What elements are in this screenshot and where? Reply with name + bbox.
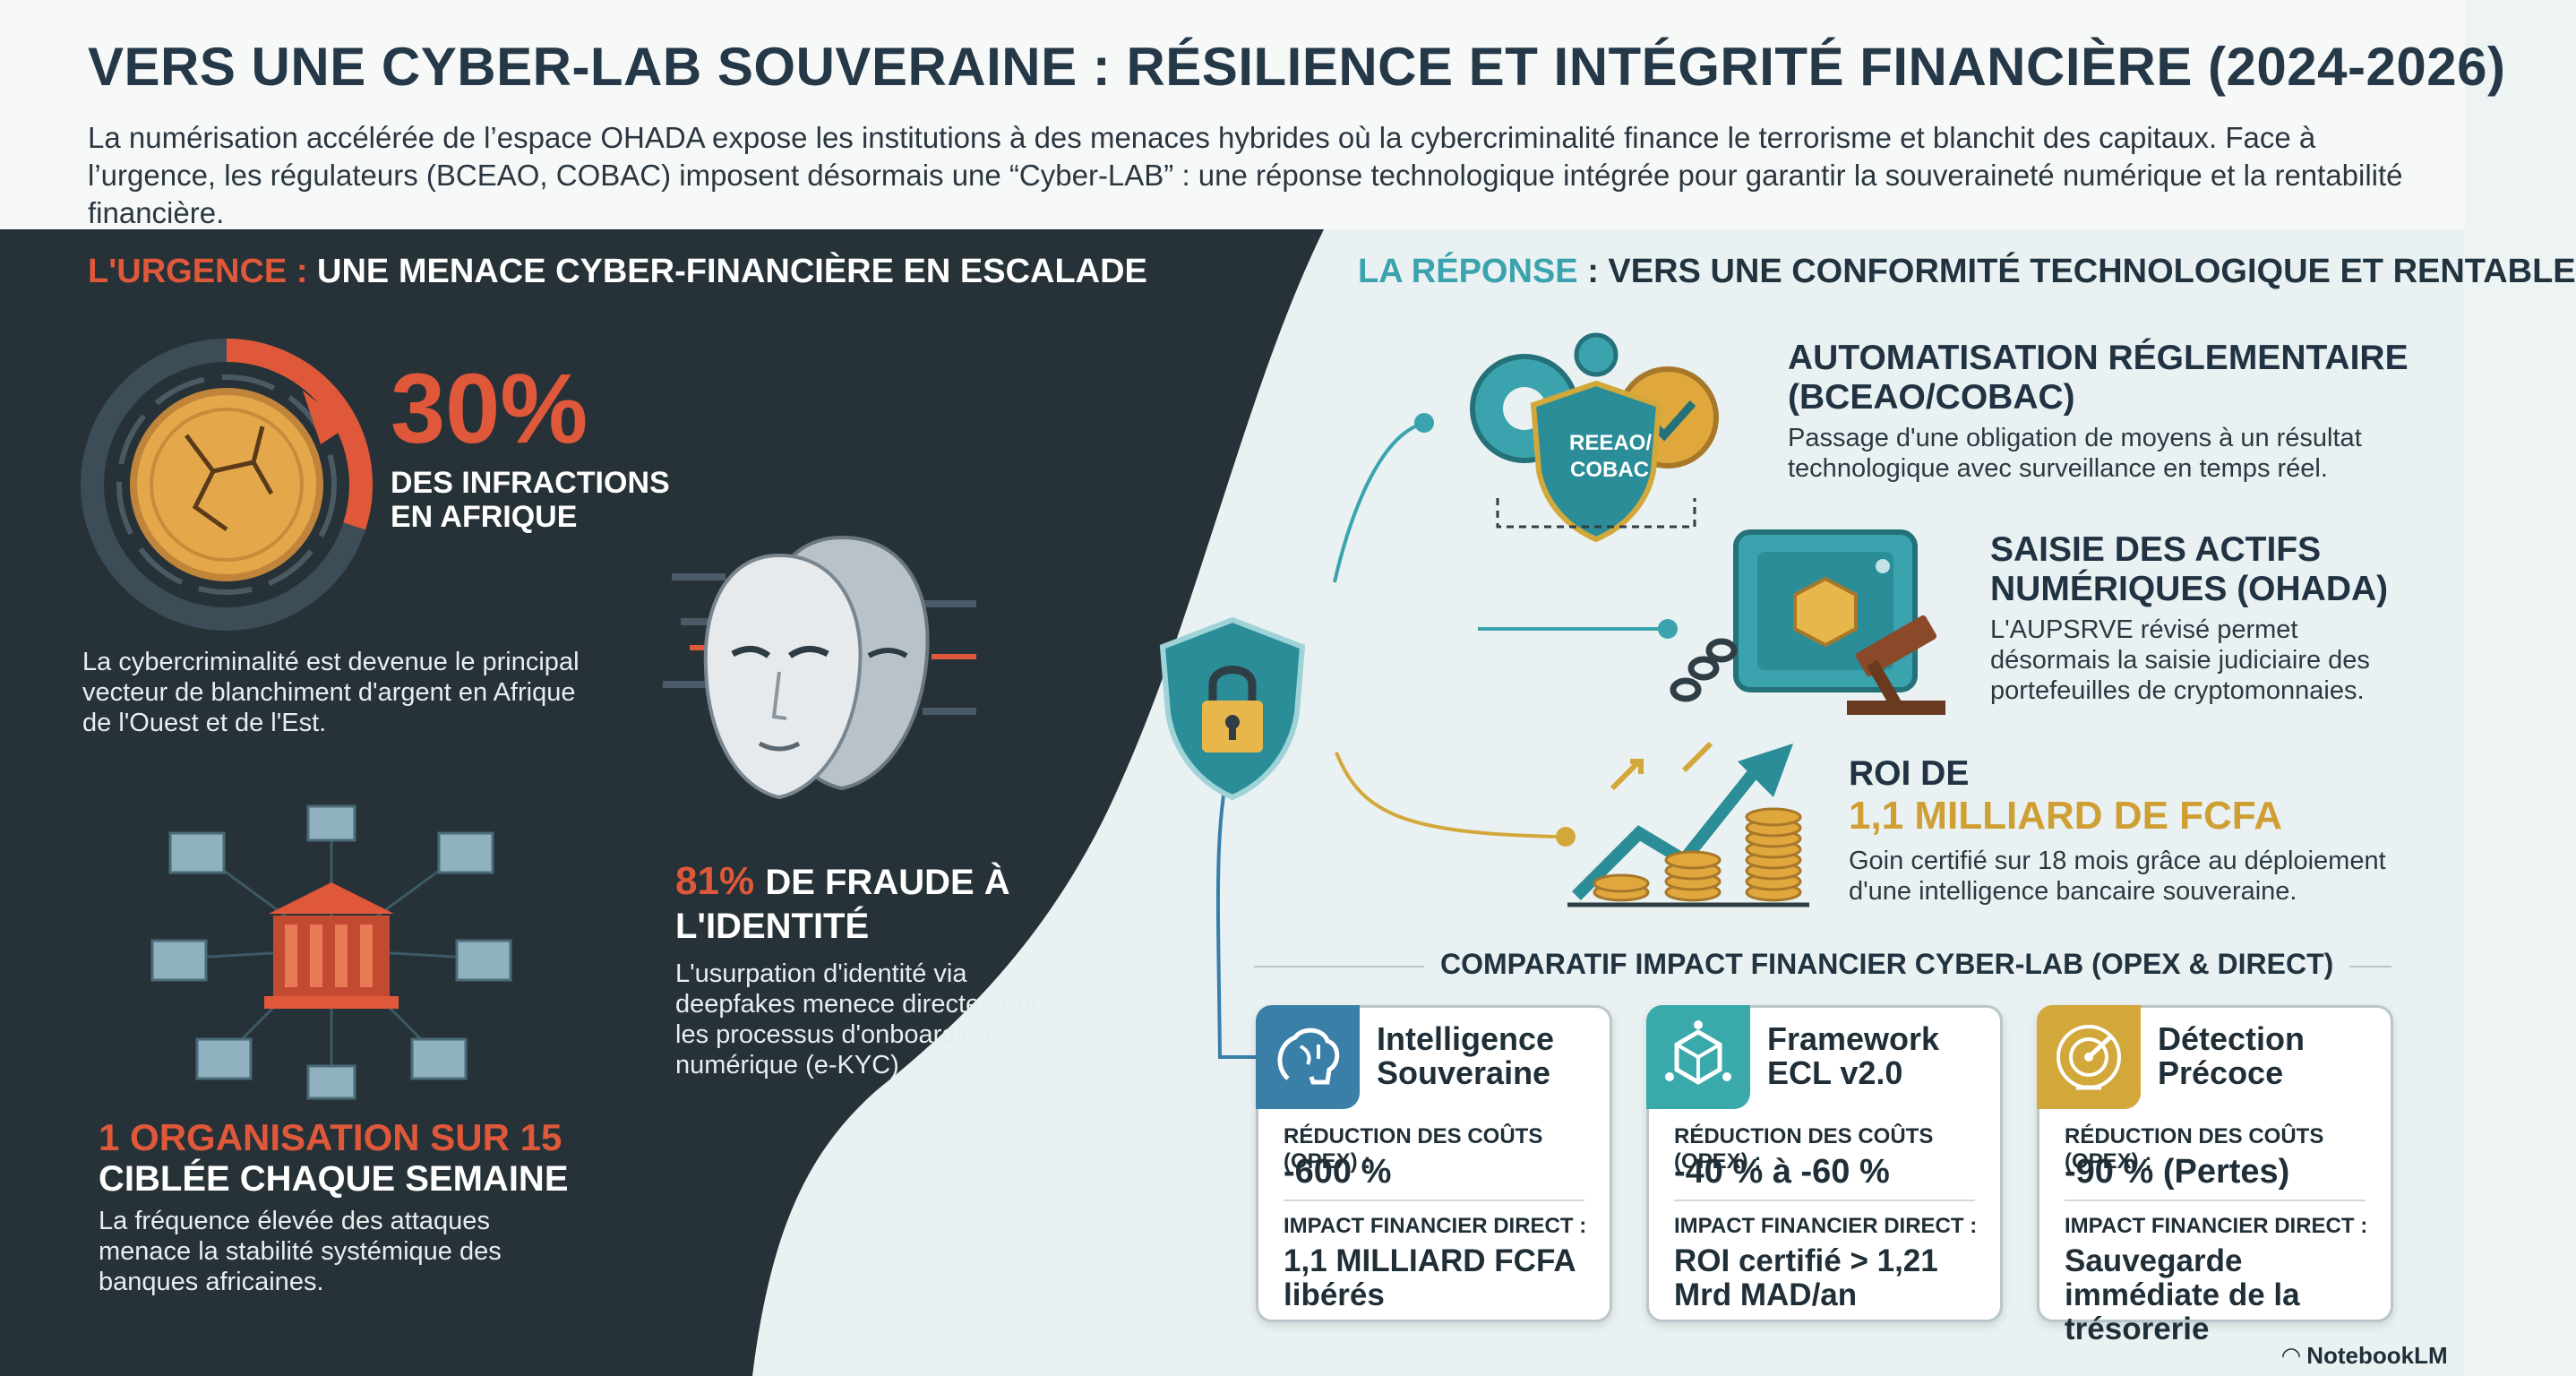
card-opex-label: RÉDUCTION DES COÛTS (OPEX) : bbox=[1674, 1124, 1934, 1174]
brain-icon bbox=[1277, 1028, 1340, 1085]
network-cube-icon bbox=[1665, 1020, 1731, 1085]
item-saisie-description: L'AUPSRVE révisé permet désormais la sai… bbox=[1990, 615, 2370, 705]
card-direct-value: Sauvegarde immédiate de la trésorerie bbox=[2065, 1243, 2300, 1346]
card-opex-value: -40 % à -60 % bbox=[1674, 1153, 1890, 1191]
digital-asset-safe-icon bbox=[1670, 529, 1945, 715]
notebooklm-brand: ◠ NotebookLM bbox=[2282, 1342, 2448, 1369]
card-framework-ecl: Framework ECL v2.0 RÉDUCTION DES COÛTS (… bbox=[1646, 1005, 2003, 1322]
item-automatisation-description: Passage d'une obligation de moyens à un … bbox=[1788, 424, 2362, 483]
intro-text: La numérisation accélérée de l’espace OH… bbox=[88, 121, 2403, 229]
regulatory-gears-icon bbox=[1470, 332, 1719, 543]
item-automatisation-title: AUTOMATISATION RÉGLEMENTAIRE (BCEAO/COBA… bbox=[1788, 339, 2409, 417]
card-opex-value: -600 % bbox=[1284, 1153, 1392, 1191]
stat-30-label: DES INFRACTIONS EN AFRIQUE bbox=[391, 466, 670, 534]
stat-1-in-15-label: CIBLÉE CHAQUE SEMAINE bbox=[99, 1159, 569, 1199]
card-opex-label: RÉDUCTION DES COÛTS (OPEX) : bbox=[1284, 1124, 1543, 1174]
card-intelligence-souveraine: Intelligence Souveraine RÉDUCTION DES CO… bbox=[1256, 1005, 1612, 1322]
item-saisie-title: SAISIE DES ACTIFS NUMÉRIQUES (OHADA) bbox=[1990, 530, 2389, 608]
stat-1-in-15-value: 1 ORGANISATION SUR 15 bbox=[99, 1116, 562, 1158]
card-detection-precoce: Détection Précoce RÉDUCTION DES COÛTS (O… bbox=[2037, 1005, 2393, 1346]
urgence-section-title: L'URGENCE : UNE MENACE CYBER-FINANCIÈRE … bbox=[88, 253, 1147, 290]
stat-81-heading: 81% DE FRAUDE À bbox=[675, 859, 1010, 903]
security-shield-icon bbox=[1159, 616, 1306, 801]
stat-30-value: 30% bbox=[391, 354, 588, 464]
brain-icon-tab bbox=[1256, 1005, 1360, 1109]
card-direct-label: IMPACT FINANCIER DIRECT : bbox=[1674, 1214, 1978, 1238]
card-title: Détection Précoce bbox=[2158, 1020, 2306, 1091]
card-divider bbox=[2065, 1200, 2366, 1201]
card-direct-value: 1,1 MILLIARD FCFA libérés bbox=[1284, 1243, 1576, 1312]
connector-lines bbox=[1215, 413, 1678, 1059]
reponse-section-title: LA RÉPONSE : VERS UNE CONFORMITÉ TECHNOL… bbox=[1358, 253, 2576, 290]
cracked-coin-icon bbox=[81, 339, 373, 631]
comparatif-title: COMPARATIF IMPACT FINANCIER CYBER-LAB (O… bbox=[1424, 948, 2350, 981]
bank-network-icon bbox=[150, 804, 512, 1100]
card-opex-label: RÉDUCTION DES COÛTS (OPEX) : bbox=[2065, 1124, 2324, 1174]
card-divider bbox=[1284, 1200, 1584, 1201]
roi-growth-icon bbox=[1567, 741, 1809, 907]
card-title: Framework ECL v2.0 bbox=[1767, 1020, 1940, 1091]
item-roi-amount: 1,1 MILLIARD DE FCFA bbox=[1849, 794, 2283, 838]
item-roi-title: ROI DE bbox=[1849, 754, 1970, 793]
card-opex-value: -90 % (Pertes) bbox=[2065, 1153, 2290, 1191]
item-roi-description: Goin certifié sur 18 mois grâce au déplo… bbox=[1849, 847, 2386, 906]
stat-81-label: L'IDENTITÉ bbox=[675, 907, 870, 946]
stat-1-in-15-description: La fréquence élevée des attaques menace … bbox=[99, 1207, 502, 1296]
radar-icon bbox=[2057, 1025, 2121, 1090]
card-title: Intelligence Souveraine bbox=[1377, 1020, 1555, 1091]
page-title: VERS UNE CYBER-LAB SOUVERAINE : RÉSILIEN… bbox=[88, 37, 2506, 97]
deepfake-masks-icon bbox=[663, 535, 976, 800]
notebooklm-logo-icon: ◠ bbox=[2282, 1342, 2307, 1369]
radar-icon-tab bbox=[2037, 1005, 2141, 1109]
card-direct-label: IMPACT FINANCIER DIRECT : bbox=[1284, 1214, 1587, 1238]
stat-81-description: L'usurpation d'identité via deepfakes me… bbox=[675, 959, 1038, 1079]
card-direct-label: IMPACT FINANCIER DIRECT : bbox=[2065, 1214, 2368, 1238]
shield-badge-text: REEAO/ COBAC bbox=[1569, 431, 1653, 482]
stat-30-description: La cybercriminalité est devenue le princ… bbox=[82, 648, 580, 737]
card-direct-value: ROI certifié > 1,21 Mrd MAD/an bbox=[1674, 1243, 1938, 1312]
network-cube-icon-tab bbox=[1646, 1005, 1750, 1109]
header: VERS UNE CYBER-LAB SOUVERAINE : RÉSILIEN… bbox=[0, 0, 2505, 229]
card-divider bbox=[1674, 1200, 1975, 1201]
